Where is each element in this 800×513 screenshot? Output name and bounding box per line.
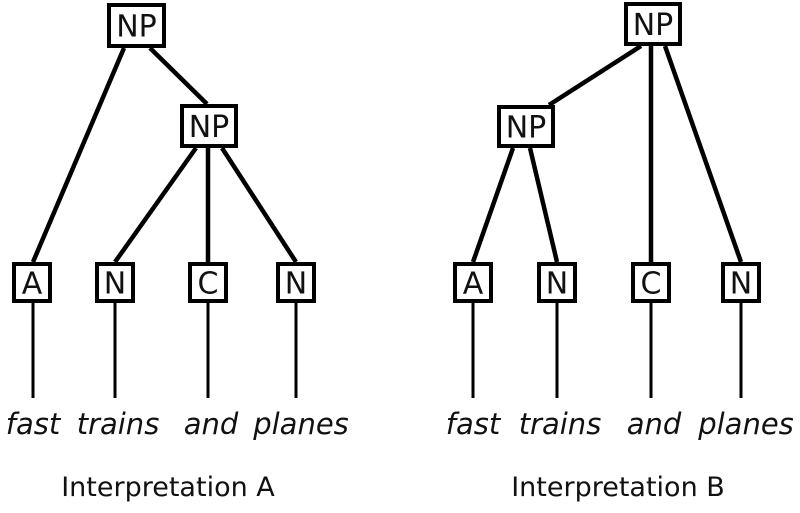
node-box-b-pos-n1 <box>537 262 577 303</box>
node-label-a-np-root: NP <box>116 10 157 45</box>
node-b-np-root[interactable]: NP <box>624 2 682 46</box>
node-b-pos-a[interactable]: A <box>453 262 493 303</box>
branch-a-np-root-to-a-np-inner <box>148 46 209 106</box>
word-a-word-and: and <box>184 407 239 441</box>
word-a-word-fast: fast <box>6 407 62 441</box>
node-label-b-np-inner: NP <box>506 111 547 146</box>
node-b-np-inner[interactable]: NP <box>497 105 555 148</box>
word-b-word-planes: planes <box>697 407 794 441</box>
node-box-a-np-inner <box>180 104 238 148</box>
node-b-pos-c[interactable]: C <box>631 262 671 303</box>
caption-interpretation-b: Interpretation B <box>511 472 725 503</box>
node-box-a-pos-n2 <box>276 262 316 303</box>
node-a-pos-c[interactable]: C <box>188 262 228 303</box>
node-label-a-np-inner: NP <box>189 110 230 145</box>
node-label-b-pos-n1: N <box>546 267 568 302</box>
word-b-word-trains: trains <box>519 407 602 441</box>
leaf-stem-group <box>471 303 743 398</box>
node-label-b-pos-n2: N <box>730 267 752 302</box>
branch-group <box>30 46 298 264</box>
leaf-stem-group <box>31 303 298 398</box>
node-box-b-np-root <box>624 2 682 46</box>
node-a-pos-n1[interactable]: N <box>95 262 135 303</box>
node-a-pos-n2[interactable]: N <box>276 262 316 303</box>
node-a-np-root[interactable]: NP <box>107 3 166 48</box>
node-box-b-pos-n2 <box>721 262 761 303</box>
branch-a-np-inner-to-a-pos-n2 <box>220 146 298 264</box>
branch-a-np-root-to-a-pos-a <box>30 47 127 263</box>
node-label-a-pos-n1: N <box>104 267 126 302</box>
node-box-a-np-root <box>107 3 166 48</box>
node-b-pos-n2[interactable]: N <box>721 262 761 303</box>
node-label-b-np-root: NP <box>633 8 674 43</box>
branch-group <box>470 44 744 263</box>
node-a-pos-a[interactable]: A <box>12 262 52 303</box>
node-box-b-pos-c <box>631 262 671 303</box>
branch-b-np-root-to-b-np-inner <box>547 44 643 107</box>
node-box-a-pos-a <box>12 262 52 303</box>
node-label-a-pos-c: C <box>198 267 219 302</box>
node-label-b-pos-a: A <box>463 267 484 302</box>
node-box-b-pos-a <box>453 262 493 303</box>
word-b-word-fast: fast <box>446 407 502 441</box>
node-box-b-np-inner <box>497 105 555 148</box>
branch-a-np-inner-to-a-pos-n1 <box>113 146 198 264</box>
branch-b-np-inner-to-b-pos-a <box>470 147 516 263</box>
word-b-word-and: and <box>627 407 682 441</box>
node-label-a-pos-a: A <box>22 267 43 302</box>
node-label-a-pos-n2: N <box>285 267 307 302</box>
word-a-word-trains: trains <box>77 407 160 441</box>
branch-b-np-root-to-b-pos-n2 <box>662 45 744 263</box>
node-label-b-pos-c: C <box>641 267 662 302</box>
caption-interpretation-a: Interpretation A <box>61 472 275 503</box>
branch-b-np-inner-to-b-pos-n1 <box>527 147 560 263</box>
word-a-word-planes: planes <box>252 407 349 441</box>
node-b-pos-n1[interactable]: N <box>537 262 577 303</box>
node-box-a-pos-c <box>188 262 228 303</box>
node-a-np-inner[interactable]: NP <box>180 104 238 148</box>
node-box-a-pos-n1 <box>95 262 135 303</box>
